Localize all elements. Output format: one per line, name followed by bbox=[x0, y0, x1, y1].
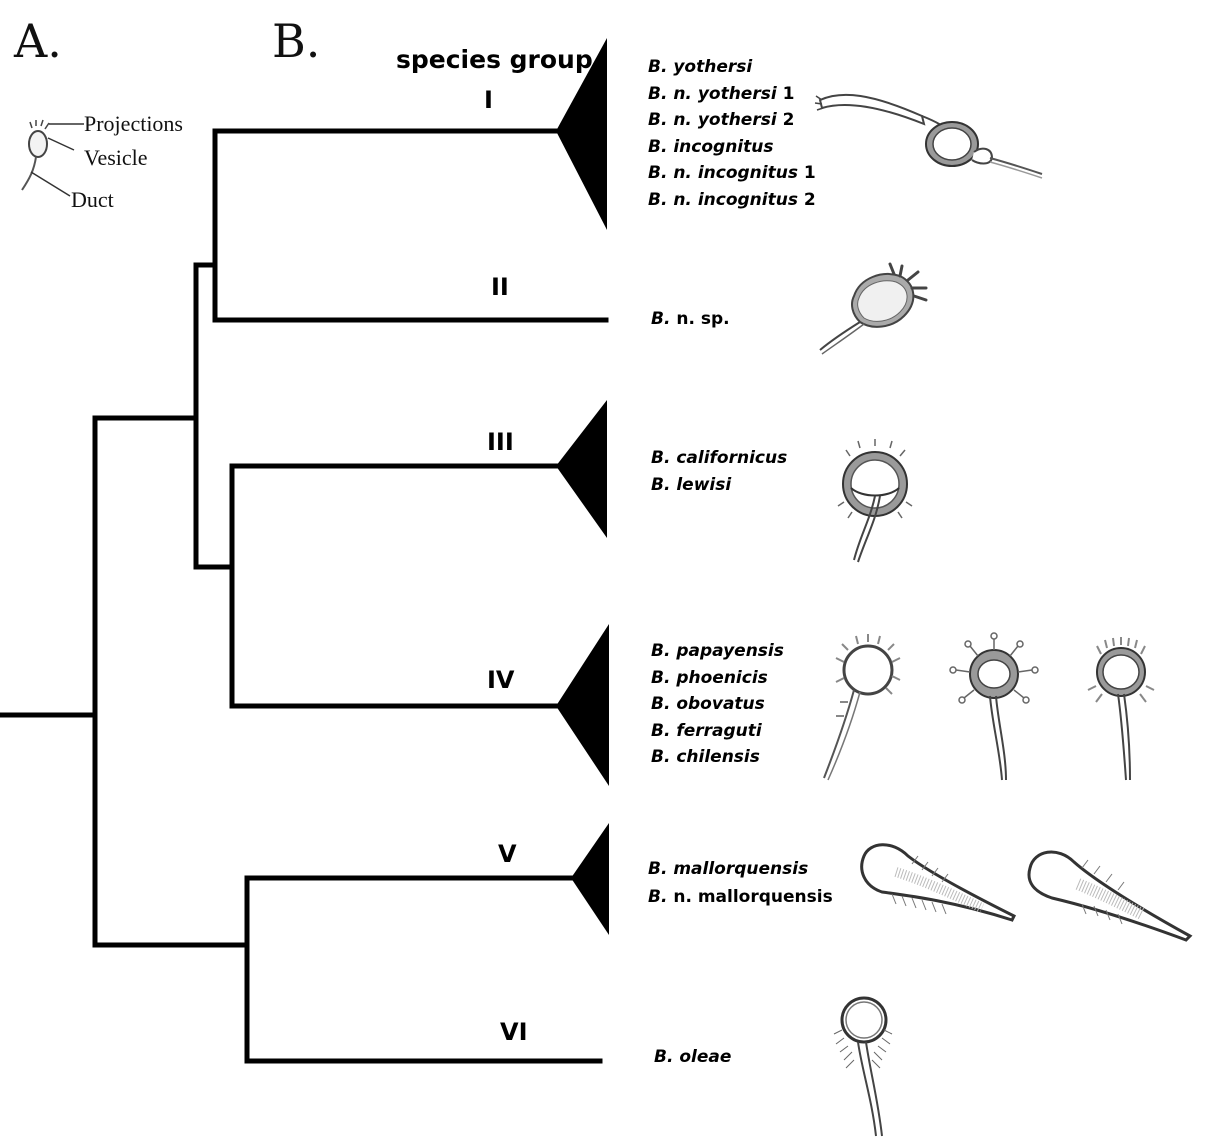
species-name: B. obovatus bbox=[651, 694, 765, 714]
spermatheca-group-iv-a-icon bbox=[823, 634, 901, 781]
species-name: B. yothersi bbox=[648, 57, 753, 77]
species-name: B. n. incognitus 2 bbox=[648, 189, 816, 210]
species-list-group-v: B. mallorquensis B. n. mallorquensis bbox=[648, 855, 833, 911]
group-label-iv: IV bbox=[487, 666, 515, 694]
spermatheca-group-iii-icon bbox=[837, 439, 913, 563]
spermatheca-group-v-a-icon bbox=[860, 843, 1017, 922]
group-label-vi: VI bbox=[500, 1018, 528, 1046]
spermatheca-schematic-icon bbox=[21, 119, 84, 197]
spermatheca-group-vi-icon bbox=[833, 996, 893, 1137]
collapsed-clade-iv bbox=[556, 624, 609, 786]
legend-vesicle-label: Vesicle bbox=[84, 145, 148, 170]
species-name: B. n. yothersi 1 bbox=[648, 83, 795, 104]
spermatheca-group-ii-icon bbox=[819, 262, 928, 355]
species-name: B. papayensis bbox=[651, 641, 784, 661]
species-name: B. incognitus bbox=[648, 136, 774, 157]
spermatheca-group-v-b-icon bbox=[1027, 850, 1193, 942]
species-name: B. mallorquensis bbox=[648, 859, 809, 879]
species-name: B. n. yothersi 2 bbox=[648, 110, 795, 130]
species-name: B. n. incognitus 1 bbox=[648, 163, 816, 183]
species-group-header: species group bbox=[396, 45, 593, 74]
collapsed-clade-iii bbox=[556, 400, 607, 538]
spermatheca-group-iv-b-icon bbox=[949, 632, 1039, 781]
species-name: B. n. sp. bbox=[651, 309, 730, 329]
species-name: B. lewisi bbox=[651, 474, 732, 495]
species-name: B. n. mallorquensis bbox=[648, 887, 833, 907]
group-label-iii: III bbox=[487, 428, 514, 456]
species-name: B. oleae bbox=[654, 1047, 732, 1067]
spermatheca-group-i-icon bbox=[814, 93, 1043, 179]
species-name: B. californicus bbox=[651, 448, 788, 468]
legend-duct-label: Duct bbox=[71, 187, 114, 212]
spermatheca-group-iv-c-icon bbox=[1087, 637, 1155, 781]
species-name: B. ferraguti bbox=[651, 720, 762, 741]
species-list-group-iii: B. californicus B. lewisi bbox=[651, 445, 787, 498]
species-list-group-i: B. yothersi B. n. yothersi 1 B. n. yothe… bbox=[648, 54, 816, 213]
group-label-ii: II bbox=[491, 273, 509, 301]
group-label-v: V bbox=[498, 840, 517, 868]
species-list-group-ii: B. n. sp. bbox=[651, 306, 730, 333]
species-list-group-iv: B. papayensis B. phoenicis B. obovatus B… bbox=[651, 638, 784, 771]
group-label-i: I bbox=[484, 86, 493, 114]
panel-b-letter: B. bbox=[272, 14, 321, 68]
species-list-group-vi: B. oleae bbox=[654, 1044, 731, 1071]
legend-projections-label: Projections bbox=[84, 111, 183, 136]
species-name: B. phoenicis bbox=[651, 667, 768, 688]
panel-a-letter: A. bbox=[14, 14, 62, 68]
collapsed-clade-i bbox=[556, 38, 607, 230]
species-name: B. chilensis bbox=[651, 747, 760, 767]
collapsed-clade-v bbox=[571, 823, 609, 935]
